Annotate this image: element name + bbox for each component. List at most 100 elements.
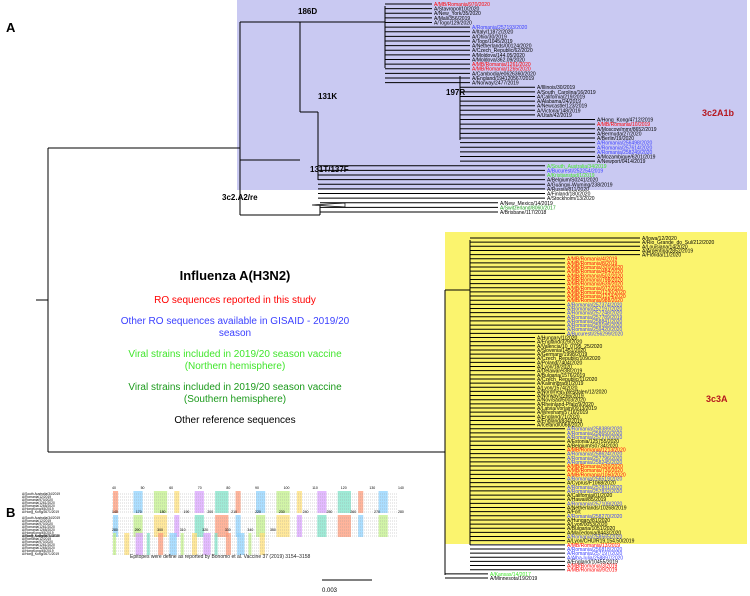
tip-label: A/New_Mexico/14/2019 (500, 201, 553, 207)
epitope-highlight (169, 533, 177, 555)
tip-label: A/MB/Romania/13/2019 (567, 543, 620, 549)
tip-label: A/Romania/257796/2020 (567, 456, 623, 462)
scale-bar-label: 0.003 (322, 588, 338, 594)
epitope-highlight (215, 515, 229, 537)
epitope-highlight (256, 491, 266, 513)
tip-label: A/Romania/257374/2020 (567, 302, 623, 308)
alignment-ruler-tick: 290 (135, 528, 141, 532)
tip-label: A/MB/Romania/10/2019 (597, 122, 650, 128)
tip-label: A/Romania/257197/2020 (567, 306, 623, 312)
epitope-highlight (317, 491, 327, 513)
tip-label: A/South_Carolina/16/2019 (537, 90, 596, 96)
epitope-highlight (215, 491, 229, 513)
tip-label: A/New_York/35/2020 (434, 11, 481, 17)
legend-item-gisaid: Other RO sequences available in GISAID -… (120, 316, 350, 339)
tip-label: A/Moldova/144.05/2020 (472, 53, 525, 59)
alignment-sequence-name: A/Hong_Kong/2671/2019 (22, 534, 59, 538)
alignment-sequence-name: A/Romania/12/2019 (22, 537, 51, 541)
epitope-highlight (296, 515, 302, 537)
epitope-highlight (358, 515, 364, 537)
tip-label: A/Newport/0414/2019 (597, 159, 646, 165)
alignment-ruler-tick: 100 (284, 486, 290, 490)
alignment-ruler-tick: 50 (141, 486, 145, 490)
tip-labels: A/MB/Romania/970/2020A/Stavropol/10/2020… (434, 2, 714, 582)
tip-label: A/Togo/1045/2019 (472, 39, 513, 45)
panel-label-b: B (6, 505, 16, 520)
tip-label: A/Louisiana/14/2020 (642, 244, 688, 250)
tip-label: A/Hong_Kong/4712/2019 (597, 118, 653, 124)
tip-label: A/MB/Romania/1261/2020 (472, 62, 531, 68)
tip-label: A/Minnesota/19/2019 (490, 576, 537, 582)
alignment-sequence-name: A/Romania/1265/2020 (22, 504, 55, 508)
alignment-sequence-name: A/Romania/970/2020 (22, 540, 53, 544)
epitope-highlight (225, 533, 231, 555)
alignment-ruler-tick: 250 (327, 510, 333, 514)
tip-label: A/South_Australia/34/2019 (547, 164, 607, 170)
alignment-caption: Epitopes were define as reported by Bono… (130, 554, 311, 560)
tip-label: A/Alabama/24/2019 (537, 99, 581, 105)
tip-label: A/Lyon/CHU/R19.154.50/2019 (567, 539, 635, 545)
alignment-ruler-tick: 40 (112, 486, 116, 490)
clade-background-3c2a1b (237, 0, 747, 190)
alignment-ruler-tick: 70 (198, 486, 202, 490)
tip-label: A/MB/Romania/4/2019 (567, 257, 618, 263)
tip-label: A/Romania/257832/2020 (567, 489, 623, 495)
tip-label: A/Hungary/81/2020 (567, 518, 610, 524)
tip-label: A/Cambodia/e0626360/2020 (472, 71, 536, 77)
alignment-ruler-tick: 320 (202, 528, 208, 532)
epitope-highlight (237, 533, 245, 555)
tip-label: A/MB/Romania/484/2020 (567, 269, 623, 275)
tip-label: A/England/834/2019 (537, 418, 583, 424)
tip-label: A/Valencia/10_0795_25/2020 (537, 344, 602, 350)
tip-label: A/MB/Romania/1230/2020 (567, 290, 626, 296)
tip-label: A/MB/Romania/1265/2020 (472, 67, 531, 73)
tip-label: A/Belgium/S0241/2020 (547, 178, 598, 184)
tip-label: A/Romania/257270/2020 (567, 435, 623, 441)
alignment-ruler-tick: 210 (231, 510, 237, 514)
alignment-sequence-name: A/Romania/970/2020 (22, 498, 53, 502)
epitope-highlight (192, 533, 198, 555)
tip-label: A/Romania/256519/2020 (567, 476, 623, 482)
tip-label: A/MB/Romania/970/2020 (434, 2, 490, 8)
epitope-highlight (256, 515, 266, 537)
tip-label: A/Moscow/mmr/8652/2019 (597, 127, 657, 133)
alignment-sequence-name: A/Hong_Kong/2671/2019 (22, 552, 59, 556)
tip-label: A/Romania/257109/2020 (567, 501, 623, 507)
tip-label: A/MB/Romania/1050/2020 (567, 472, 626, 478)
tip-label: A/MB/Romania/502/2020 (567, 273, 623, 279)
tip-label: A/Rheinland-Pfalz/9/2020 (537, 402, 594, 408)
tip-label: A/MB/Romania/972/2020 (567, 286, 623, 292)
epitope-highlight (153, 491, 168, 513)
alignment-ruler-tick: 310 (180, 528, 186, 532)
alignment-sequence-name: A/HongKong/45/2019 (22, 507, 54, 511)
tip-label: A/Romania/256818/2020 (567, 547, 623, 553)
tip-label: A/Iowa/12/2020 (642, 236, 677, 242)
tip-label: A/Alba-Iulia/258897/2020 (567, 555, 623, 561)
epitope-highlight (113, 533, 116, 555)
epitope-highlight (146, 533, 150, 555)
alignment-sequence-name: A/South Australia/34/2019 (22, 516, 60, 520)
alignment-ruler-tick: 120 (341, 486, 347, 490)
epitope-highlight (296, 491, 302, 513)
alignment-ruler-tick: 60 (169, 486, 173, 490)
alignment-ruler-tick: 240 (303, 510, 309, 514)
tip-label: A/California/219/2019 (537, 94, 585, 100)
alignment-sequence-name: A/Romania/12/2019 (22, 495, 51, 499)
epitope-highlight (235, 491, 241, 513)
legend-item-ro-study: RO sequences reported in this study (154, 295, 316, 306)
epitope-highlight (133, 515, 143, 537)
tip-label: A/Iceland/0068/2020 (537, 423, 583, 429)
tip-label: A/Berlin/19/2020 (597, 136, 634, 142)
tip-label: A/Hawaii/85/2019 (567, 497, 606, 503)
tip-label: A/Norway/2477/2019 (472, 81, 519, 87)
clade-label-3c2a2: 3c2.A2/re (222, 193, 258, 202)
tip-label: A/Bucuresti/256299/2020 (567, 331, 623, 337)
tip-label: A/Lyon/18/2020 (537, 365, 572, 371)
alignment-ruler-tick: 130 (369, 486, 375, 490)
legend-item-vaccine-nh: Viral strains included in 2019/20 season… (128, 349, 342, 372)
tip-label: A/Germany/1998/2019 (537, 352, 588, 358)
alignment-ruler-tick: 340 (247, 528, 253, 532)
tip-label: A/Romania/258245/2020 (567, 460, 623, 466)
tip-label: A/Romania/258841/2020 (567, 319, 623, 325)
tip-label: A/Wrexham/5716/2019 (537, 410, 588, 416)
